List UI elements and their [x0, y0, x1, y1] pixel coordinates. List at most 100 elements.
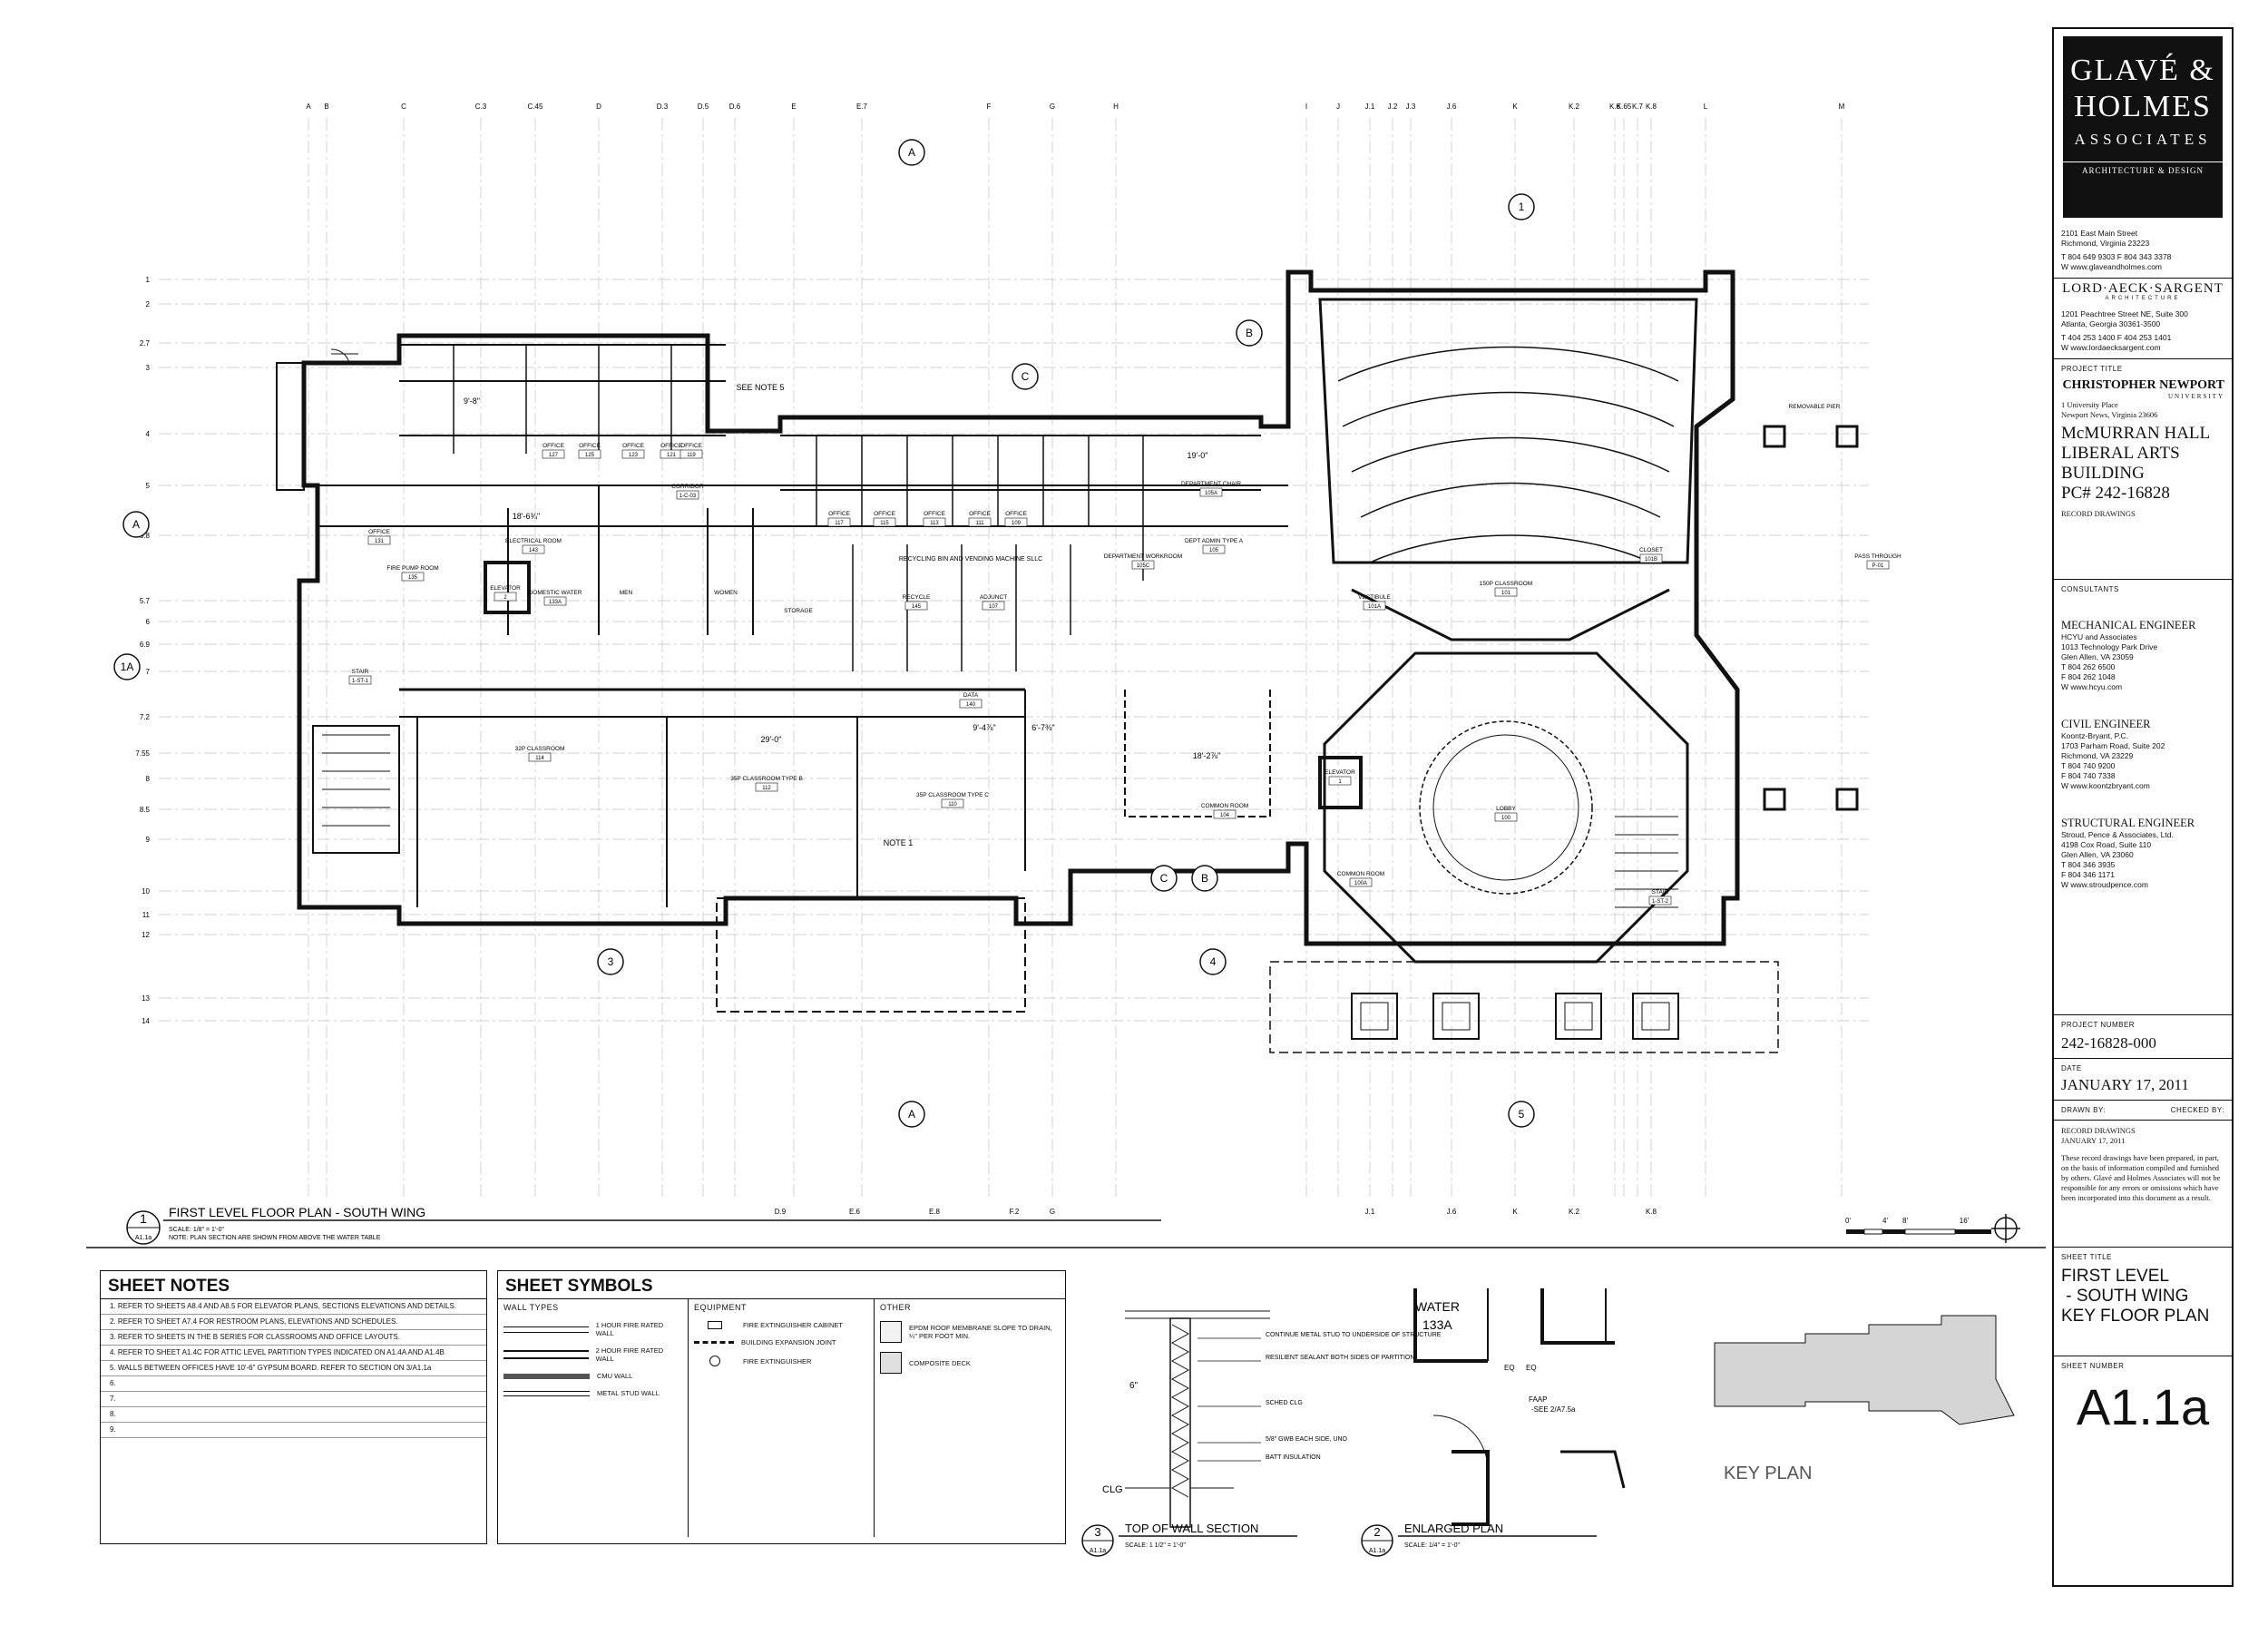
symbol-label: FIRE EXTINGUISHER: [743, 1356, 812, 1366]
grid-label-top: D.5: [698, 103, 709, 111]
consultant-line: W www.koontzbryant.com: [2061, 781, 2150, 790]
symbol-row: 2 HOUR FIRE RATED WALL: [503, 1346, 682, 1363]
grid-label-top: K.2: [1569, 103, 1580, 111]
room-number: 143: [529, 548, 539, 553]
consultant-line: Glen Allen, VA 23059: [2061, 652, 2134, 661]
room-number-tag: [755, 782, 778, 792]
grid-label-left: 8.5: [140, 806, 151, 814]
room-name: ELEVATOR: [490, 585, 521, 592]
room-name: ELEVATOR: [1325, 769, 1355, 776]
grid-label-top: F: [987, 103, 992, 111]
room-number-tag: [1349, 877, 1373, 887]
project-heading: PROJECT TITLE: [2061, 365, 2123, 373]
room-name: OFFICE: [874, 511, 895, 517]
plan-note: 29'-0": [761, 735, 782, 744]
symbol-row: FIRE EXTINGUISHER: [694, 1356, 868, 1366]
room-name: DEPARTMENT CHAIR: [1181, 481, 1241, 487]
section-marker-label: C: [1022, 370, 1030, 383]
grid-label-bottom: D.9: [775, 1208, 787, 1216]
section-marker-label: 1A: [121, 661, 134, 673]
client-name: CHRISTOPHER NEWPORT: [2062, 378, 2224, 392]
grid-label-top: D: [596, 103, 601, 111]
grid-label-top: K: [1512, 103, 1518, 111]
room-number: 109: [1012, 521, 1022, 526]
project-pc: PC# 242-16828: [2061, 484, 2170, 503]
sheet-number-block: SHEET NUMBER A1.1a: [2054, 1356, 2232, 1442]
symbol-row: CMU WALL: [503, 1372, 682, 1380]
room-number: 127: [549, 453, 559, 458]
date-block: DATE JANUARY 17, 2011: [2054, 1059, 2232, 1101]
associate-phone: T 404 253 1400 F 404 253 1401: [2061, 333, 2172, 342]
firm-logo: GLAVÉ &HOLMES ASSOCIATES ARCHITECTURE & …: [2063, 36, 2223, 218]
room-number: 100A: [1354, 881, 1367, 886]
firm-address-1: 2101 East Main Street: [2061, 229, 2138, 238]
project-block: PROJECT TITLE CHRISTOPHER NEWPORT UNIVER…: [2054, 359, 2232, 580]
enlarged-plan-label: EQ: [1504, 1364, 1515, 1372]
project-title-2: LIBERAL ARTS: [2061, 444, 2180, 463]
equipment-heading: EQUIPMENT: [694, 1303, 748, 1312]
sheet-note-item: 3. REFER TO SHEETS IN THE B SERIES FOR C…: [101, 1330, 486, 1346]
grid-label-left: 11: [142, 911, 151, 919]
scale-bar: [1846, 1229, 1991, 1235]
grid-label-top: J.6: [1447, 103, 1457, 111]
plan-title-num: 1: [140, 1211, 147, 1226]
room-number-tag: [578, 449, 601, 459]
room-number: 121: [667, 453, 677, 458]
room-number-tag: [679, 449, 703, 459]
room-name: 32P CLASSROOM: [515, 746, 565, 752]
grid-label-bottom: K: [1512, 1208, 1518, 1216]
consultant-line: F 804 346 1171: [2061, 870, 2115, 879]
sheet-number-label: SHEET NUMBER: [2061, 1362, 2125, 1370]
sheet-title-block: SHEET TITLE FIRST LEVEL - SOUTH WING KEY…: [2054, 1248, 2232, 1356]
room-name: DEPARTMENT WORKROOM: [1104, 553, 1182, 560]
room-number-tag: [621, 449, 645, 459]
symbol-swatch-icon: [503, 1326, 589, 1333]
room-number-tag: [904, 601, 928, 611]
sheet-note-item: 9.: [101, 1423, 486, 1438]
detail-titles: 3 A1.1a TOP OF WALL SECTION SCALE: 1 1/2…: [1081, 1522, 1597, 1557]
sheet-title-label: SHEET TITLE: [2061, 1253, 2112, 1261]
project-title-3: BUILDING: [2061, 464, 2145, 483]
consultant-line: HCYU and Associates: [2061, 632, 2137, 641]
room-number: 111: [975, 521, 984, 526]
key-plan-silhouette: [1714, 1315, 2015, 1425]
room-number-tag: [1202, 544, 1226, 554]
grid-label-bottom: J.1: [1365, 1208, 1375, 1216]
enlarged-plan-label: 133A: [1422, 1317, 1452, 1332]
room-number: 145: [912, 604, 922, 610]
symbol-label: BUILDING EXPANSION JOINT: [741, 1338, 836, 1346]
section-marker-label: 4: [1210, 955, 1217, 968]
record-block: RECORD DRAWINGS JANUARY 17, 2011 These r…: [2054, 1121, 2232, 1248]
symbol-swatch-icon: [503, 1350, 589, 1359]
enlarged-plan-label: WATER: [1415, 1299, 1460, 1314]
sheet-note-item: 4. REFER TO SHEET A1.4C FOR ATTIC LEVEL …: [101, 1346, 486, 1361]
grid-label-top: J.1: [1365, 103, 1375, 111]
grid-label-top: K.8: [1646, 103, 1657, 111]
grid-label-top: E: [791, 103, 796, 111]
client-address-1: 1 University Place: [2061, 400, 2118, 409]
room-name: OFFICE: [924, 511, 945, 517]
consultant-line: W www.hcyu.com: [2061, 682, 2123, 691]
room-name: CORRIDOR: [671, 484, 704, 490]
room-number: 104: [1220, 813, 1230, 818]
grid-label-top: G: [1050, 103, 1055, 111]
enlarged-plan-label: FAAP: [1529, 1395, 1547, 1404]
enlarged-plan-scale: SCALE: 1/4" = 1'-0": [1404, 1542, 1460, 1549]
enlarged-plan-num: 2: [1374, 1525, 1380, 1539]
sheet-note-item: 1. REFER TO SHEETS A8.4 AND A8.5 FOR ELE…: [101, 1299, 486, 1315]
wall-section-labels: CONTINUE METAL STUD TO UNDERSIDE OF STRU…: [1102, 1332, 1442, 1495]
grid-label-top: L: [1704, 103, 1708, 111]
grid-label-left: 2: [146, 300, 151, 308]
room-number-tag: [1494, 812, 1518, 822]
room-name: COMMON ROOM: [1201, 803, 1248, 809]
wall-section-num: 3: [1094, 1525, 1100, 1539]
room-number-tag: [1648, 896, 1672, 905]
date-value: JANUARY 17, 2011: [2061, 1076, 2189, 1093]
room-number: 101A: [1368, 604, 1381, 610]
plan-note: NOTE: PLAN SECTION ARE SHOWN FROM ABOVE …: [169, 1235, 381, 1241]
grid-label-top: M: [1839, 103, 1845, 111]
